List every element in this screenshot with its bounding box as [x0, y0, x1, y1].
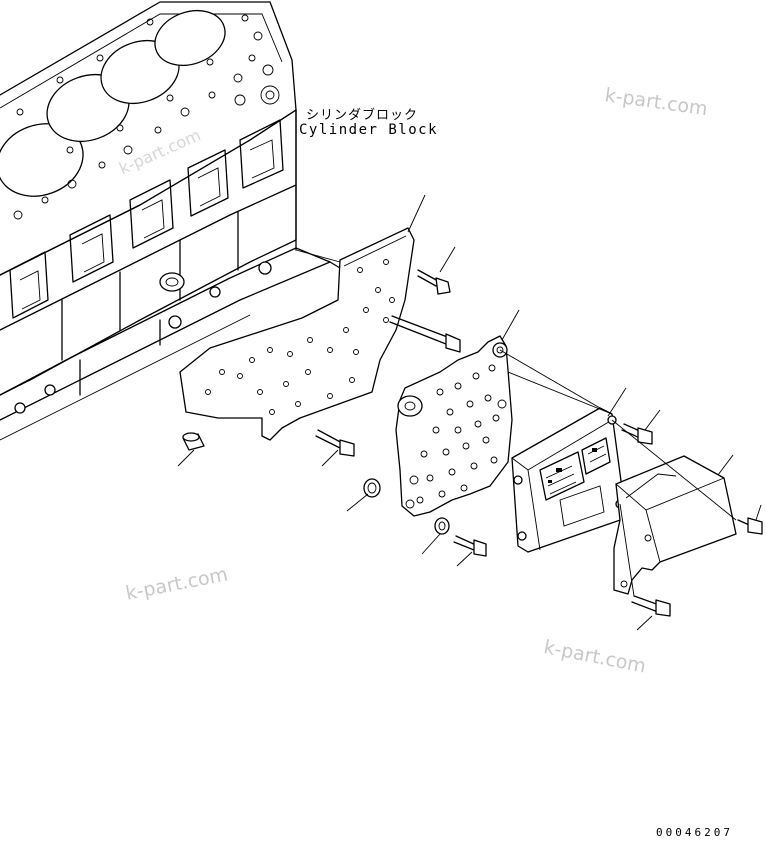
bolt — [737, 517, 763, 535]
spacer-collar — [182, 432, 205, 451]
grommet — [363, 478, 381, 498]
protective-cover — [613, 455, 737, 595]
cylinder-block-label-en: Cylinder Block — [299, 122, 439, 138]
bolt — [315, 429, 355, 457]
cylinder-block — [0, 1, 341, 441]
fasteners — [315, 269, 763, 617]
bolt — [631, 595, 671, 617]
bolt — [621, 423, 653, 445]
cylinder-block-label-jp: シリンダブロック — [306, 108, 419, 123]
washer — [434, 517, 450, 535]
callout-leaders — [177, 194, 762, 631]
long-bolt — [389, 315, 461, 353]
bolt — [453, 535, 487, 557]
mounting-plate — [179, 227, 415, 441]
assembly-lines — [295, 249, 737, 597]
reference-number: 00046207 — [656, 826, 733, 839]
ecm-bracket — [395, 335, 513, 517]
engine-controller — [511, 407, 627, 553]
bolt — [417, 269, 451, 295]
